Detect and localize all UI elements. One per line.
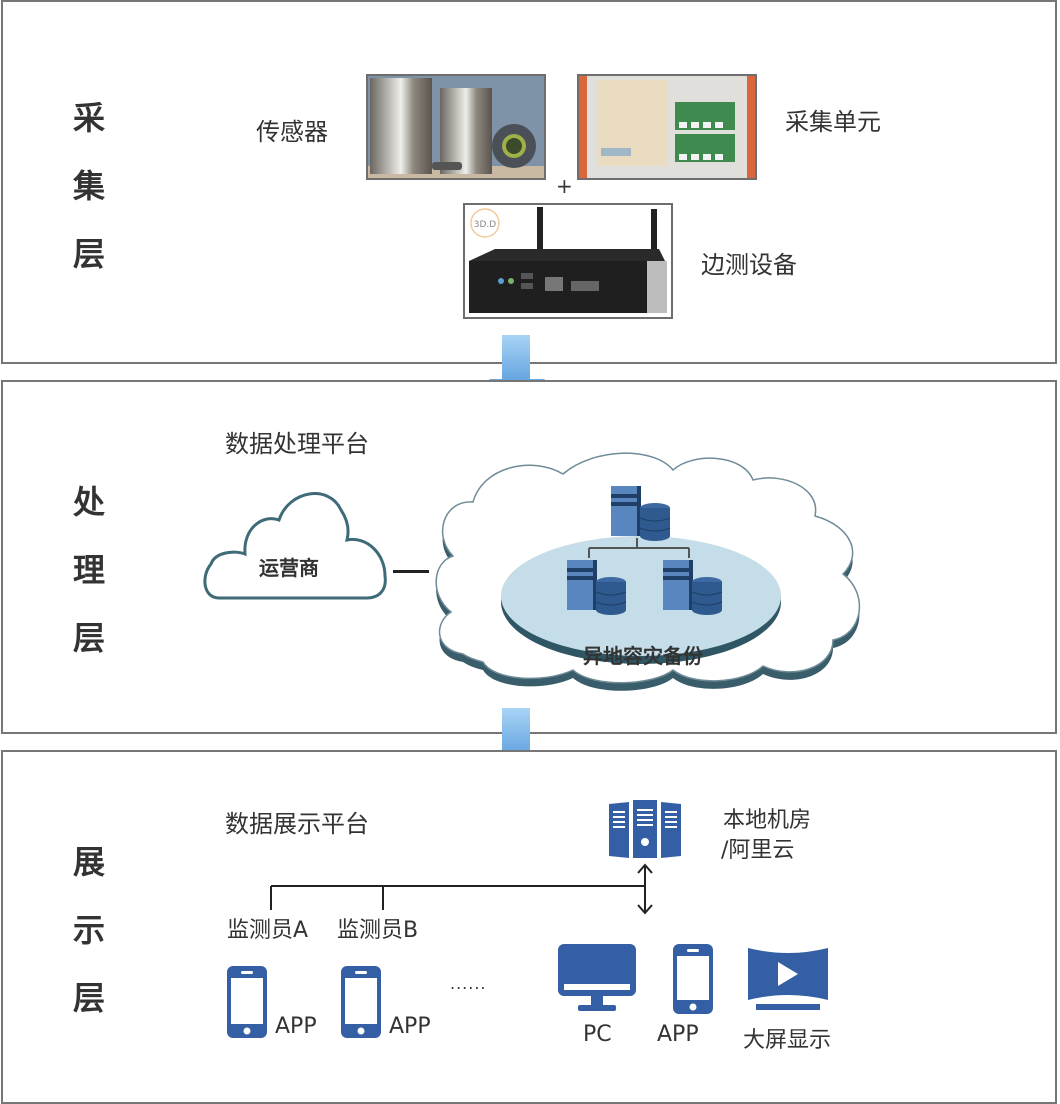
pc-monitor-icon — [558, 944, 636, 1011]
phone-icon — [341, 966, 381, 1038]
layer-label-char: 展 — [72, 843, 105, 881]
edge-device-image: 3D.D — [465, 205, 671, 317]
collector-label: 采集单元 — [785, 108, 881, 136]
display-layer-panel: 展 示 层 数据展示平台 本地机房 /阿里云 监测员A 监测员B APP — [1, 750, 1057, 1104]
cloud-connector-line — [393, 570, 429, 573]
layer-label-char: 层 — [72, 979, 105, 1017]
layer-label-char: 层 — [72, 235, 105, 273]
carrier-cloud-label: 运营商 — [259, 556, 319, 580]
inspector-b-label: 监测员B — [337, 918, 419, 943]
collection-layer-label: 采 集 层 — [69, 84, 109, 288]
layer-label-char: 层 — [72, 619, 105, 657]
phone-icon — [673, 944, 713, 1014]
app-b-label: APP — [389, 1014, 431, 1039]
backup-label: 异地容灾备份 — [583, 644, 703, 668]
server-node-left — [567, 560, 627, 615]
collector-image — [579, 76, 755, 178]
big-screen-label: 大屏显示 — [743, 1028, 832, 1053]
backup-cloud-icon — [435, 452, 861, 691]
big-screen-icon — [748, 948, 828, 1010]
bidirectional-arrow-icon — [637, 863, 653, 915]
edge-device-photo: 3D.D — [463, 203, 673, 319]
sensor-photo — [366, 74, 546, 180]
server-label-line1: 本地机房 — [723, 808, 812, 833]
sensor-label: 传感器 — [256, 118, 328, 146]
display-layer-label: 展 示 层 — [69, 828, 109, 1032]
inspector-a-label: 监测员A — [227, 918, 309, 943]
processing-layer-label: 处 理 层 — [69, 468, 109, 672]
server-rack-icon — [609, 800, 681, 858]
server-node-top — [611, 486, 671, 541]
app-label: APP — [657, 1022, 699, 1047]
sensor-image — [368, 76, 544, 178]
layer-label-char: 理 — [72, 551, 105, 589]
processing-layer-panel: 处 理 层 数据处理平台 运营商 — [1, 380, 1057, 734]
app-a-label: APP — [275, 1014, 317, 1039]
server-tree-icon — [567, 486, 723, 615]
plus-sign: + — [556, 174, 573, 198]
collection-layer-panel: 采 集 层 传感器 — [1, 0, 1057, 364]
layer-label-char: 处 — [72, 483, 105, 521]
collector-photo — [577, 74, 757, 180]
layer-label-char: 采 — [72, 99, 105, 137]
carrier-cloud-icon — [203, 492, 387, 600]
pc-label: PC — [583, 1022, 612, 1047]
server-label-line2: /阿里云 — [721, 838, 795, 863]
display-platform-title: 数据展示平台 — [225, 810, 369, 838]
connection-lines — [270, 863, 653, 915]
processing-platform-title: 数据处理平台 — [225, 430, 369, 458]
phone-icon — [227, 966, 267, 1038]
edge-device-label: 边测设备 — [701, 251, 797, 279]
ellipsis: ...... — [450, 974, 487, 993]
edge-sticker-text: 3D.D — [474, 220, 497, 230]
server-node-right — [663, 560, 723, 615]
layer-label-char: 集 — [72, 167, 105, 205]
layer-label-char: 示 — [72, 911, 105, 949]
